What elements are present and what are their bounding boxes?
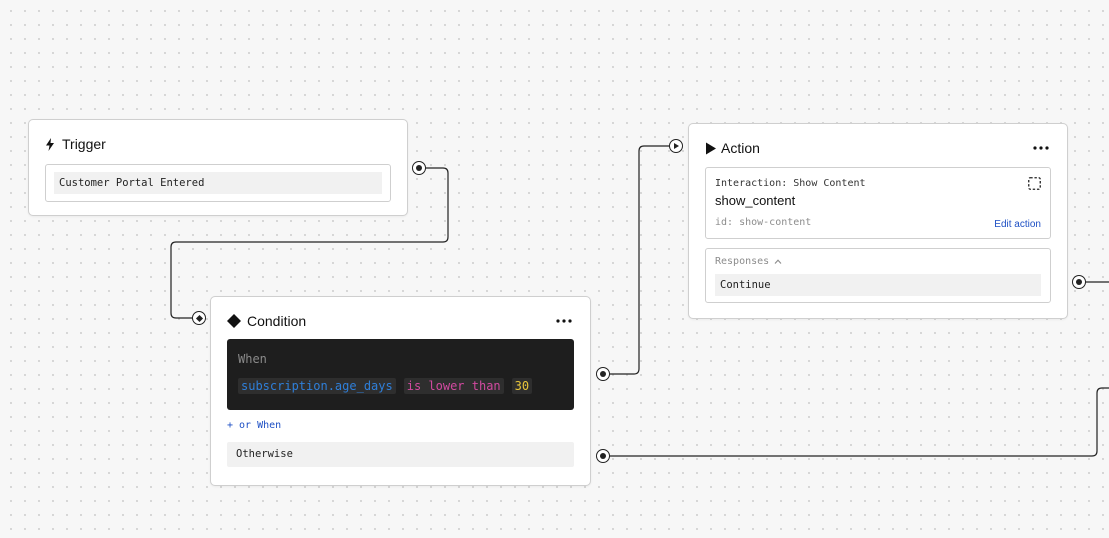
action-node[interactable]: Action Interaction: Show Content show_co… <box>688 123 1068 319</box>
action-input-handle[interactable] <box>669 139 683 153</box>
responses-label: Responses <box>715 256 770 267</box>
condition-header: Condition <box>227 311 574 331</box>
trigger-header: Trigger <box>45 134 391 154</box>
otherwise-branch[interactable]: Otherwise <box>227 442 574 467</box>
responses-box: Responses Continue <box>705 248 1051 303</box>
condition-expression: subscription.age_days is lower than 30 <box>238 378 563 394</box>
when-label: When <box>238 352 267 366</box>
interaction-box[interactable]: Interaction: Show Content show_content i… <box>705 167 1051 239</box>
condition-title: Condition <box>247 313 307 329</box>
chevron-up-icon <box>774 259 782 264</box>
edge-condition-to-action <box>603 145 676 375</box>
action-output-handle[interactable] <box>1072 275 1086 289</box>
condition-operator-chip[interactable]: is lower than <box>403 378 504 394</box>
action-more-icon[interactable] <box>1031 138 1051 158</box>
add-or-when-button[interactable]: + or When <box>227 420 282 431</box>
condition-node[interactable]: Condition When subscription.age_days is … <box>210 296 591 486</box>
trigger-output-handle[interactable] <box>412 161 426 175</box>
when-output-handle[interactable] <box>596 367 610 381</box>
response-item[interactable]: Continue <box>715 274 1041 296</box>
when-block[interactable]: When subscription.age_days is lower than… <box>227 339 574 410</box>
interaction-id: id: show-content <box>715 217 812 228</box>
trigger-node[interactable]: Trigger Customer Portal Entered <box>28 119 408 216</box>
action-title: Action <box>721 140 760 156</box>
select-frame-icon[interactable] <box>1028 177 1041 195</box>
interaction-name: show_content <box>715 193 796 208</box>
edge-otherwise-out <box>603 387 1109 457</box>
interaction-type: Interaction: Show Content <box>715 178 866 189</box>
play-icon <box>705 142 717 155</box>
responses-toggle[interactable]: Responses <box>715 255 1041 268</box>
condition-value-chip[interactable]: 30 <box>511 378 533 394</box>
bolt-icon <box>45 137 55 151</box>
trigger-event-box[interactable]: Customer Portal Entered <box>45 164 391 202</box>
trigger-event: Customer Portal Entered <box>54 172 382 194</box>
condition-field-chip[interactable]: subscription.age_days <box>238 378 396 394</box>
diamond-icon <box>227 314 241 328</box>
condition-more-icon[interactable] <box>554 311 574 331</box>
otherwise-output-handle[interactable] <box>596 449 610 463</box>
trigger-title: Trigger <box>62 136 106 152</box>
condition-input-handle[interactable] <box>192 311 206 325</box>
edit-action-link[interactable]: Edit action <box>994 219 1041 230</box>
action-header: Action <box>705 138 1051 158</box>
